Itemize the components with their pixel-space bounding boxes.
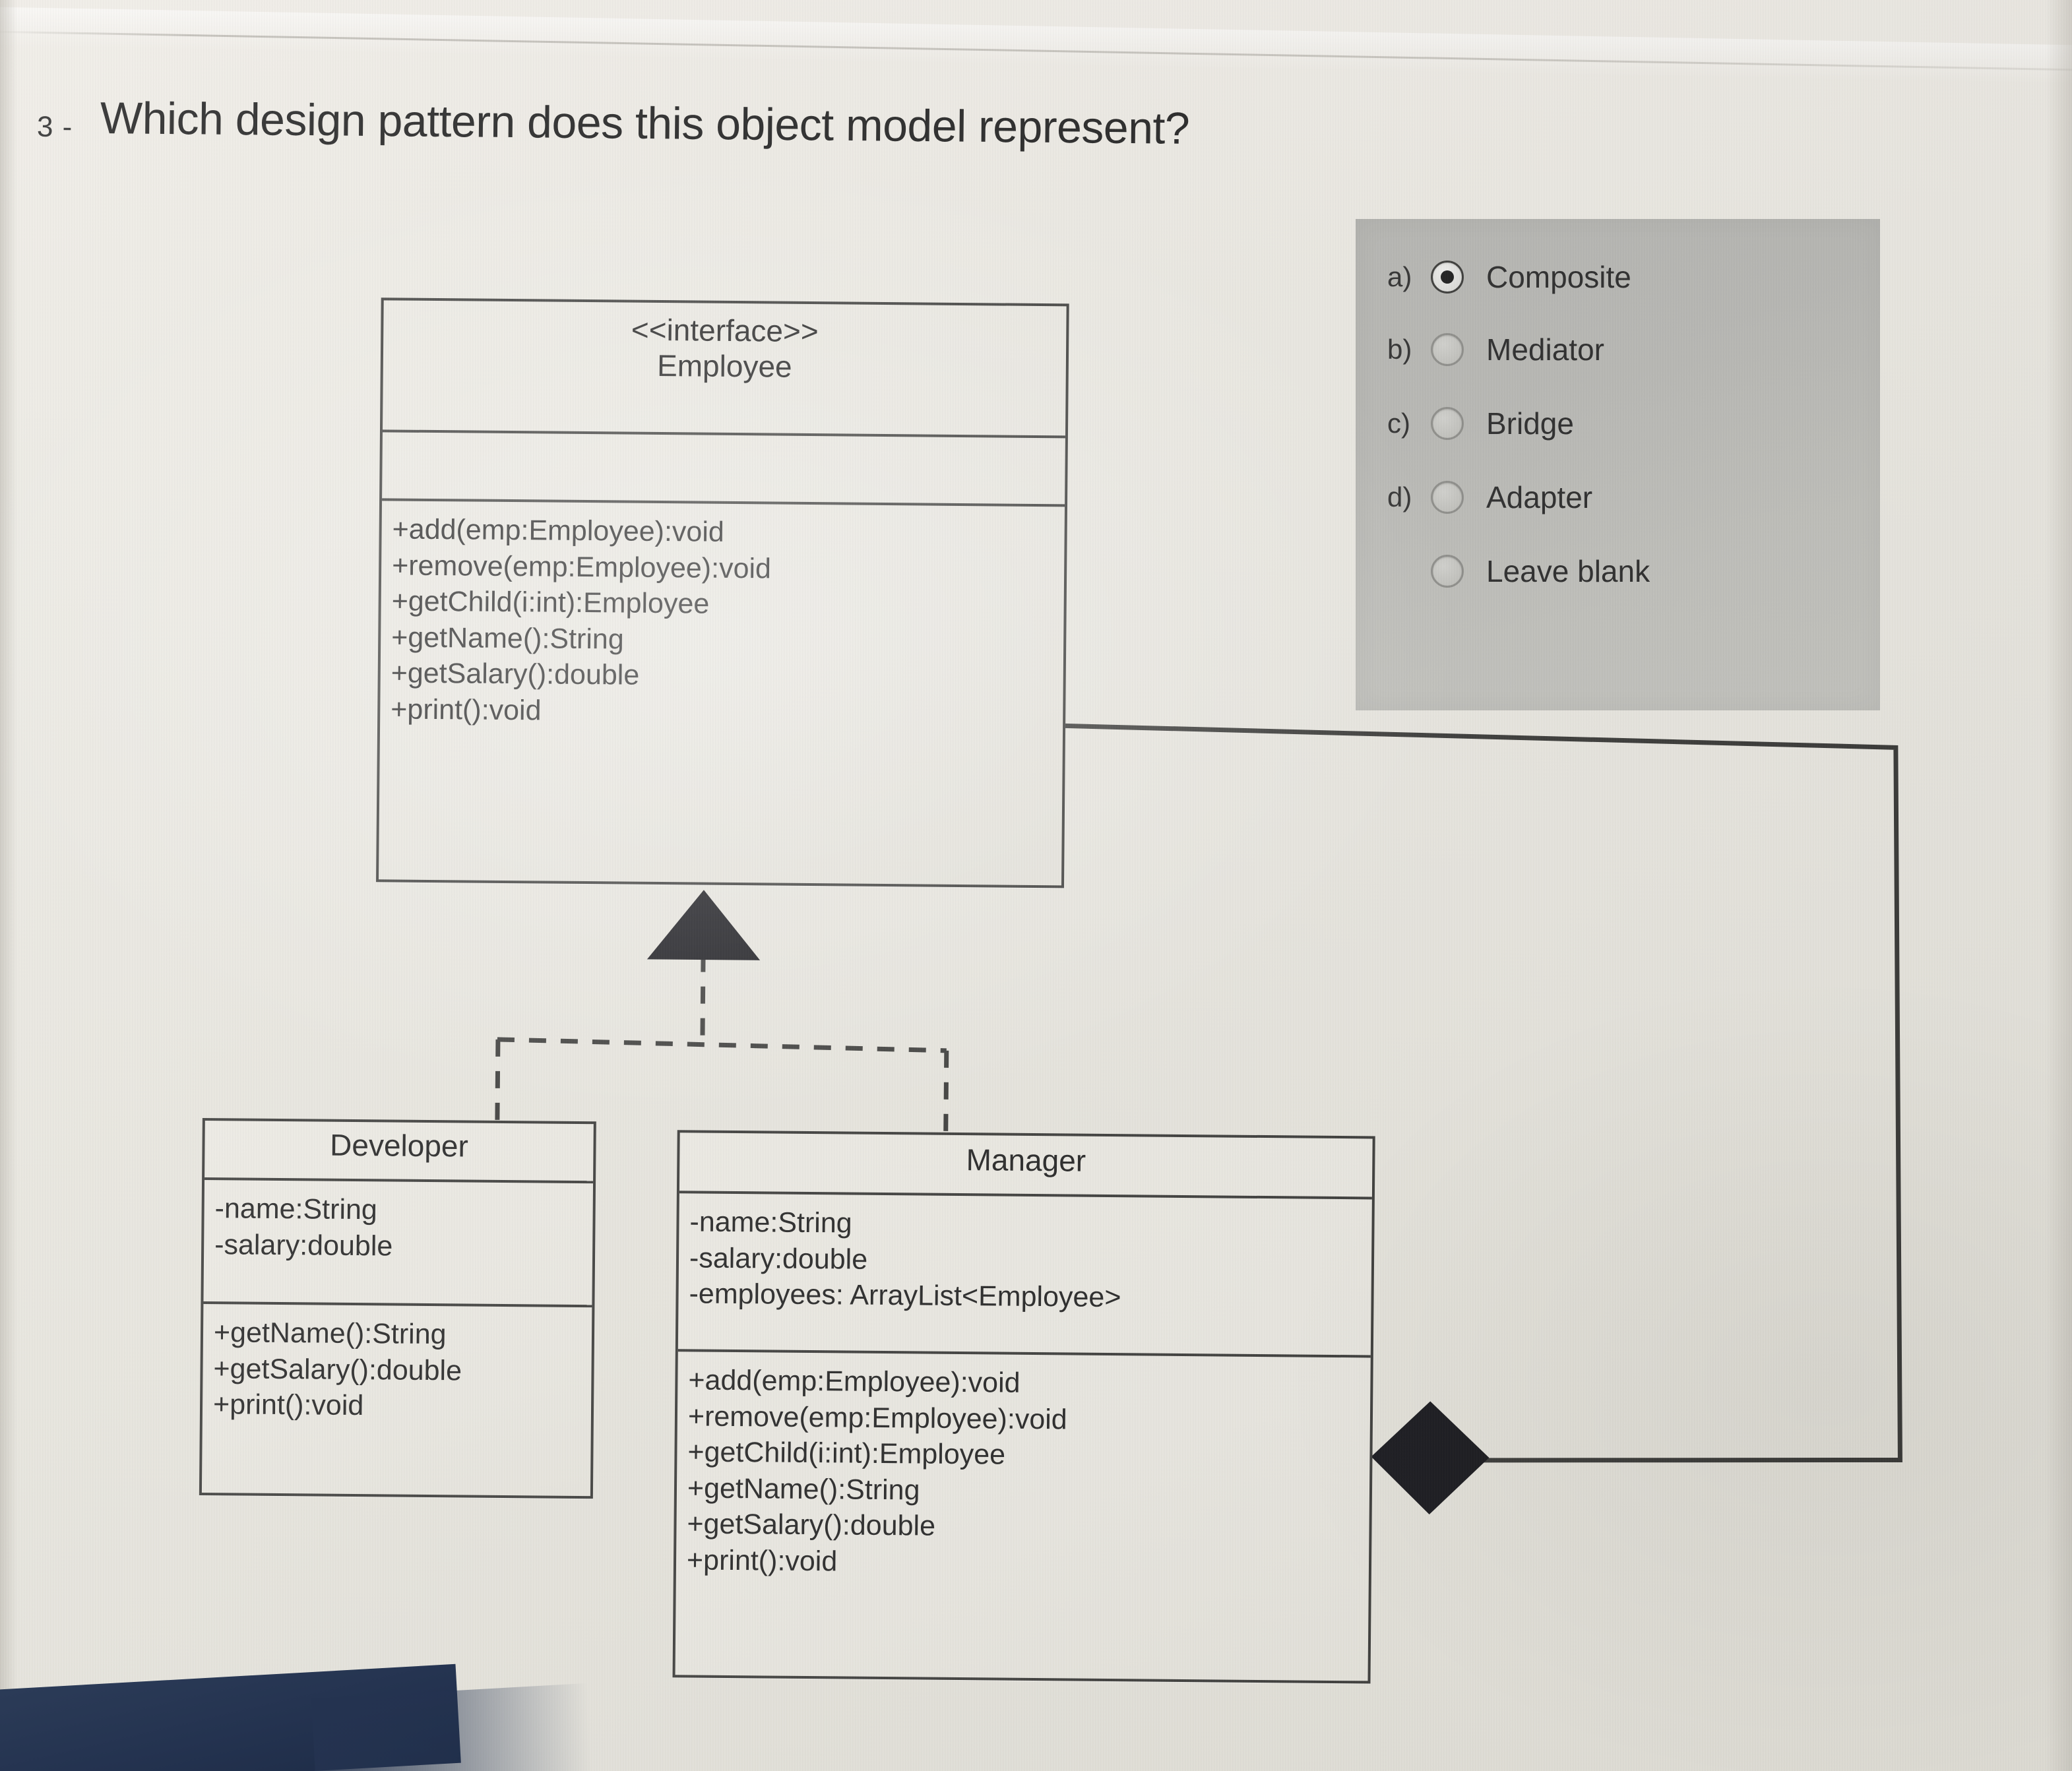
- manager-methods-compartment: +add(emp:Employee):void +remove(emp:Empl…: [675, 1349, 1371, 1593]
- option-a-label: Composite: [1486, 260, 1631, 294]
- employee-method: +getName():String: [391, 621, 624, 656]
- developer-attribute: -salary:double: [214, 1228, 393, 1262]
- developer-attribute: -name:String: [214, 1193, 378, 1226]
- developer-method: +getSalary():double: [213, 1352, 462, 1387]
- option-b-letter: b): [1387, 334, 1412, 365]
- option-b[interactable]: b) Mediator: [1387, 330, 1604, 369]
- manager-class-name: Manager: [966, 1142, 1086, 1178]
- option-c[interactable]: c) Bridge: [1387, 404, 1574, 443]
- employee-method: +getSalary():double: [391, 657, 640, 692]
- manager-attribute: -name:String: [689, 1206, 852, 1239]
- uml-class-developer: Developer -name:String -salary:double +g…: [199, 1117, 596, 1499]
- manager-attributes-compartment: -name:String -salary:double -employees: …: [677, 1191, 1372, 1355]
- manager-method: +remove(emp:Employee):void: [687, 1400, 1067, 1436]
- employee-attributes-compartment: [382, 429, 1065, 505]
- option-b-radio[interactable]: [1431, 333, 1464, 366]
- composition-diamond: [1371, 1401, 1490, 1515]
- employee-method: +getChild(i:int):Employee: [391, 585, 710, 620]
- employee-method: +remove(emp:Employee):void: [391, 549, 772, 585]
- developer-header: Developer: [204, 1121, 594, 1181]
- manager-method: +getName():String: [687, 1472, 920, 1507]
- option-leave-blank-label: Leave blank: [1486, 554, 1650, 588]
- employee-class-name: Employee: [656, 348, 792, 385]
- realization-arrowhead: [646, 890, 761, 960]
- option-c-label: Bridge: [1486, 406, 1574, 441]
- developer-method: +getName():String: [213, 1317, 447, 1351]
- employee-methods-compartment: +add(emp:Employee):void +remove(emp:Empl…: [379, 498, 1065, 742]
- manager-attribute: -salary:double: [689, 1242, 868, 1276]
- option-c-letter: c): [1387, 408, 1410, 439]
- uml-class-manager: Manager -name:String -salary:double -emp…: [672, 1130, 1375, 1684]
- realization-branch-developer: [495, 1039, 501, 1125]
- realization-bus: [497, 1037, 947, 1053]
- answer-options-panel: a) Composite b) Mediator c) Bridge d) Ad…: [1356, 219, 1880, 710]
- option-d[interactable]: d) Adapter: [1387, 478, 1592, 517]
- manager-method: +getChild(i:int):Employee: [687, 1436, 1006, 1471]
- option-a[interactable]: a) Composite: [1387, 257, 1631, 297]
- option-c-radio[interactable]: [1431, 407, 1464, 440]
- employee-method: +add(emp:Employee):void: [392, 513, 725, 548]
- manager-method: +add(emp:Employee):void: [688, 1364, 1020, 1399]
- developer-method: +print():void: [212, 1388, 364, 1422]
- option-d-radio[interactable]: [1431, 481, 1464, 514]
- manager-header: Manager: [679, 1133, 1373, 1196]
- uml-class-employee: <<interface>> Employee +add(emp:Employee…: [376, 297, 1069, 888]
- option-b-label: Mediator: [1486, 332, 1604, 367]
- manager-method: +print():void: [686, 1544, 838, 1578]
- employee-header: <<interface>> Employee: [383, 300, 1067, 435]
- realization-branch-manager: [943, 1050, 949, 1138]
- manager-method: +getSalary():double: [687, 1508, 936, 1543]
- option-a-letter: a): [1387, 261, 1412, 292]
- manager-attribute: -employees: ArrayList<Employee>: [689, 1278, 1121, 1314]
- employee-stereotype: <<interface>>: [631, 312, 819, 349]
- option-leave-blank-radio[interactable]: [1431, 555, 1464, 588]
- option-d-label: Adapter: [1486, 480, 1593, 514]
- option-leave-blank[interactable]: Leave blank: [1387, 551, 1650, 591]
- option-d-letter: d): [1387, 482, 1412, 513]
- option-a-radio[interactable]: [1431, 261, 1464, 294]
- employee-method: +print():void: [391, 693, 542, 727]
- developer-class-name: Developer: [329, 1127, 469, 1164]
- developer-methods-compartment: +getName():String +getSalary():double +p…: [202, 1301, 592, 1434]
- developer-attributes-compartment: -name:String -salary:double: [203, 1177, 594, 1305]
